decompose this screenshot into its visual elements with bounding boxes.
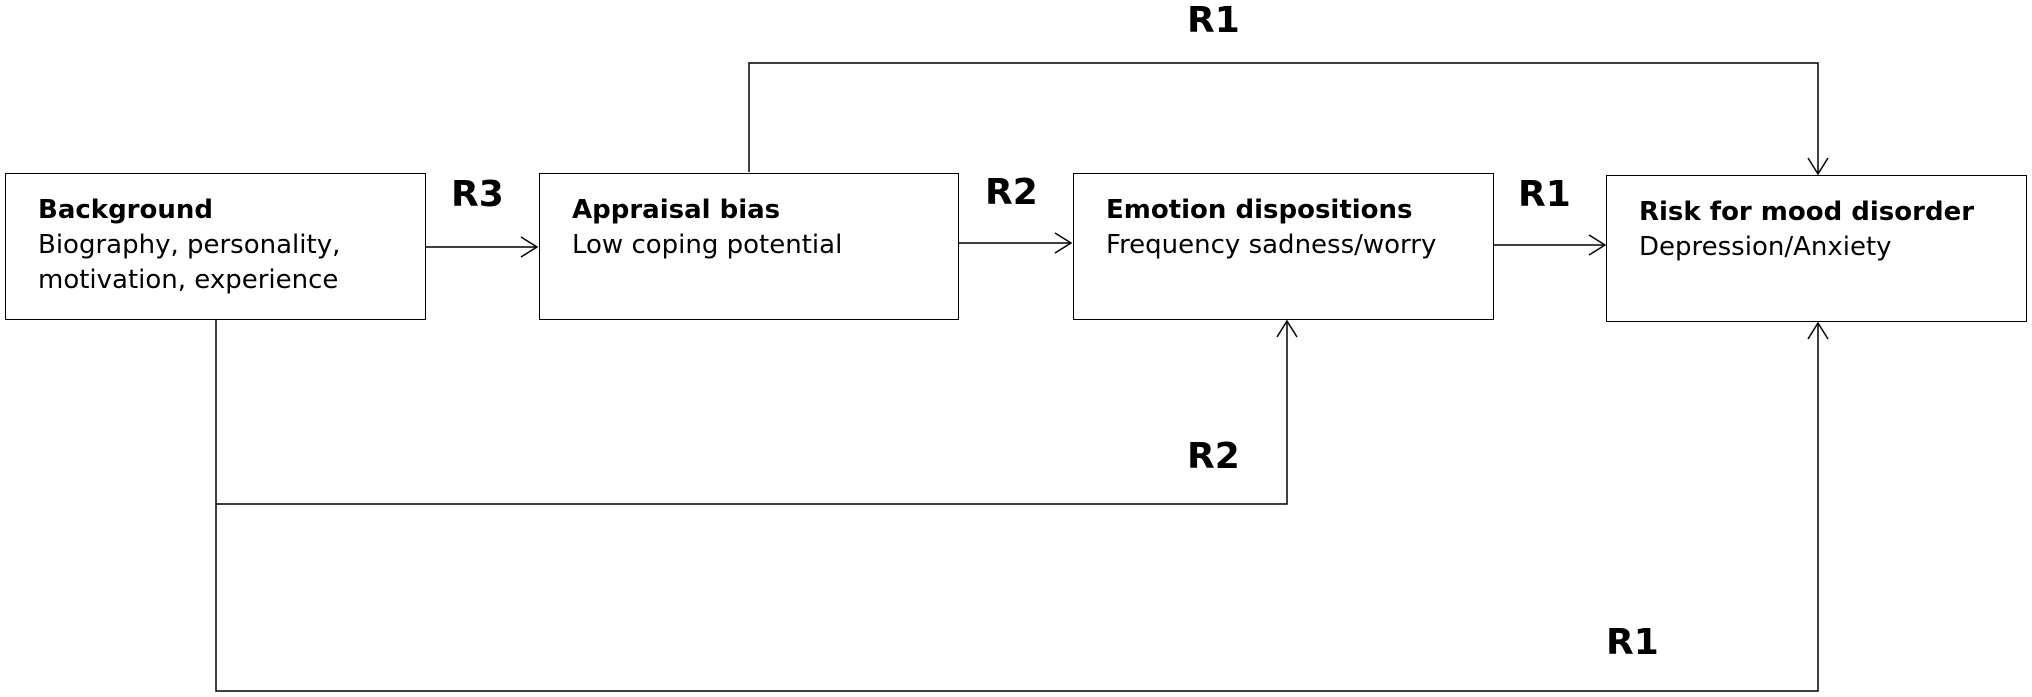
- edge-background-to-risk: [215, 319, 1829, 692]
- node-emotion: Emotion dispositions Frequency sadness/w…: [1073, 173, 1494, 320]
- edge-label-background-to-risk: R1: [1606, 622, 1659, 663]
- node-emotion-title: Emotion dispositions: [1106, 195, 1413, 225]
- node-appraisal: Appraisal bias Low coping potential: [539, 173, 959, 320]
- node-appraisal-title: Appraisal bias: [572, 195, 781, 225]
- edge-background-to-emotion: [216, 319, 1298, 505]
- edge-appraisal-to-risk: [748, 62, 1829, 176]
- node-risk-line-1: Depression/Anxiety: [1639, 232, 1892, 262]
- edge-appraisal-to-emotion: [958, 232, 1073, 254]
- edge-label-appraisal-to-emotion: R2: [985, 172, 1038, 213]
- node-appraisal-line-1: Low coping potential: [572, 230, 843, 260]
- edge-label-emotion-to-risk: R1: [1518, 174, 1571, 215]
- edge-label-background-to-emotion: R2: [1187, 436, 1240, 477]
- node-risk-title: Risk for mood disorder: [1639, 197, 1975, 227]
- node-background: Background Biography, personality, motiv…: [5, 173, 426, 320]
- node-emotion-line-1: Frequency sadness/worry: [1106, 230, 1437, 260]
- node-background-line-1: Biography, personality,: [38, 230, 341, 260]
- node-risk: Risk for mood disorder Depression/Anxiet…: [1606, 175, 2027, 322]
- edge-background-to-appraisal: [425, 236, 539, 258]
- edge-emotion-to-risk: [1493, 234, 1607, 256]
- node-background-title: Background: [38, 195, 213, 225]
- node-background-line-2: motivation, experience: [38, 265, 339, 295]
- edge-label-background-to-appraisal: R3: [451, 174, 504, 215]
- edge-label-appraisal-to-risk: R1: [1187, 0, 1240, 41]
